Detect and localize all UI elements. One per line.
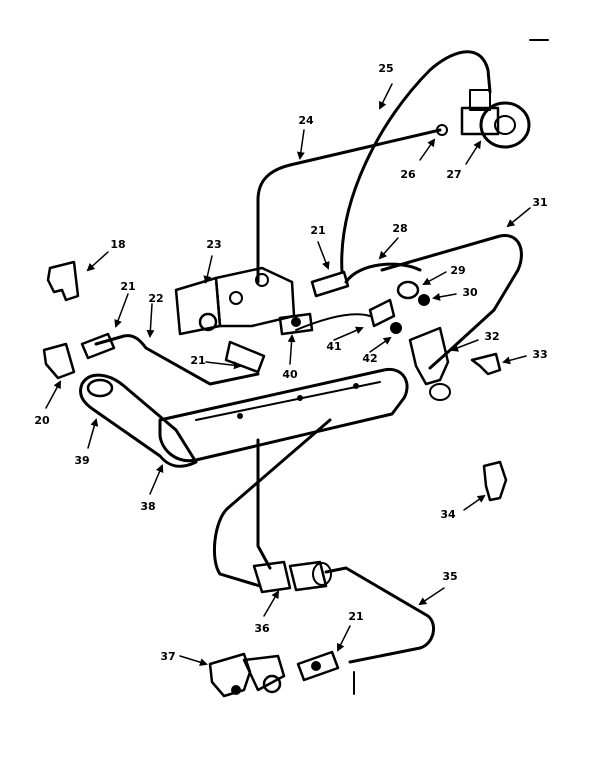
fitting-21-top [310, 270, 350, 298]
callout-21-mid: 21 [190, 354, 205, 367]
fitting-21-bottom [296, 650, 355, 695]
fitting-21-left [80, 332, 116, 360]
callout-29: 29 [450, 264, 465, 277]
tube-28 [344, 262, 422, 284]
burner-38 [158, 367, 409, 463]
clip-33 [470, 352, 502, 376]
callout-21-top: 21 [310, 224, 325, 237]
screw-26 [436, 124, 448, 136]
callout-20: 20 [34, 414, 50, 427]
fitting-29 [396, 280, 420, 300]
thermostat-27 [460, 89, 531, 149]
callout-40: 40 [282, 368, 298, 381]
tube-25 [340, 50, 492, 274]
clip-34 [482, 460, 508, 502]
callout-35: 35 [442, 570, 457, 583]
bracket-18 [46, 260, 80, 302]
callout-32: 32 [484, 330, 499, 343]
callout-39: 39 [74, 454, 89, 467]
callout-36: 36 [254, 622, 270, 635]
tube-35 [324, 566, 436, 664]
gas-valve-23 [174, 266, 296, 336]
tube-31 [380, 234, 523, 370]
callout-37: 37 [160, 650, 175, 663]
callout-24: 24 [298, 114, 314, 127]
leader-arrows [45, 83, 531, 667]
connector-32 [408, 326, 451, 401]
fitting-21-mid [224, 340, 266, 374]
callout-27: 27 [446, 168, 461, 181]
tube-22 [94, 334, 260, 386]
callout-18: 18 [110, 238, 125, 251]
callout-41: 41 [326, 340, 341, 353]
callout-26: 26 [400, 168, 416, 181]
orifice-20 [42, 342, 76, 380]
callout-21-bottom: 21 [348, 610, 363, 623]
fitting-40 [278, 312, 314, 336]
callout-25: 25 [378, 62, 393, 75]
callout-42: 42 [362, 352, 377, 365]
fitting-30 [418, 294, 430, 306]
callout-22: 22 [148, 292, 163, 305]
callout-21-left: 21 [120, 280, 135, 293]
tee-36 [252, 560, 332, 594]
tube-lower-loop [213, 418, 332, 588]
callout-30: 30 [462, 286, 478, 299]
callout-23: 23 [206, 238, 221, 251]
callout-33: 33 [532, 348, 547, 361]
callout-34: 34 [440, 508, 456, 521]
callout-labels: 25 24 26 27 31 18 23 21 28 29 30 21 22 3… [34, 62, 547, 663]
elbow-37 [208, 652, 286, 698]
tube-24 [256, 128, 442, 284]
callout-38: 38 [140, 500, 155, 513]
venturi-39 [79, 373, 198, 468]
callout-28: 28 [392, 222, 407, 235]
callout-31: 31 [532, 196, 547, 209]
fitting-41 [295, 298, 396, 331]
fitting-42 [390, 322, 402, 334]
